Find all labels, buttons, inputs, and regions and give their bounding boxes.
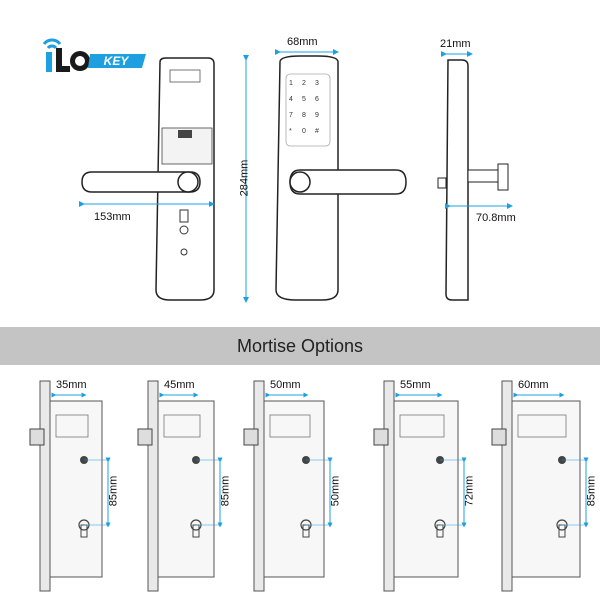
mortise-option: 60mm 85mm [484,375,598,595]
side-depth-label: 21mm [440,38,471,50]
lock-outside-view [275,49,407,301]
lock-side-view [437,51,513,301]
keypad-key: 9 [315,112,319,119]
svg-text:KEY: KEY [104,54,130,68]
mortise-width-label: 35mm [56,379,87,391]
keypad-key: 4 [289,96,293,103]
width-label: 153mm [94,211,131,223]
mortise-width-label: 60mm [518,379,549,391]
keypad-key: 1 [289,80,293,87]
keypad-key: # [315,128,319,135]
mortise-width-label: 45mm [164,379,195,391]
mortise-drawing [29,380,111,592]
keypad-key: 0 [302,128,306,135]
lock-inside-view [79,57,215,301]
mortise-height-label: 50mm [329,475,342,507]
mortise-option: 45mm 85mm [130,375,242,595]
mortise-width-label: 55mm [400,379,431,391]
mortise-width-label: 50mm [270,379,301,391]
keypad-key: * [289,128,292,135]
keypad: 1 2 3 4 5 6 7 8 9 * 0 # [289,80,327,144]
keypad-key: 6 [315,96,319,103]
mortise-banner [0,327,600,365]
wifi-icon [42,38,62,46]
mortise-drawing [137,380,223,592]
keypad-key: 2 [302,80,306,87]
mortise-option: 35mm 85mm [22,375,134,595]
mortise-height-label: 85mm [585,475,598,507]
keypad-key: 7 [289,112,293,119]
keypad-key: 3 [315,80,319,87]
mortise-height-label: 72mm [463,475,476,507]
mortise-drawing [243,380,333,592]
mortise-drawing [373,380,467,592]
handle-projection-label: 70.8mm [476,212,516,224]
mortise-option: 55mm 72mm [366,375,478,595]
logo-graphic: KEY [42,38,146,72]
product-dimension-views [79,49,513,303]
mortise-section-title: Mortise Options [236,336,364,356]
brand-logo: KEY [38,30,158,80]
height-label: 284mm [238,159,251,197]
mortise-height-label: 85mm [219,475,232,507]
mortise-drawing [491,380,589,592]
keypad-key: 8 [302,112,306,119]
keypad-key: 5 [302,96,306,103]
mortise-height-label: 85mm [107,475,120,507]
mortise-option: 50mm 50mm [236,375,348,595]
panel-width-label: 68mm [287,36,318,48]
